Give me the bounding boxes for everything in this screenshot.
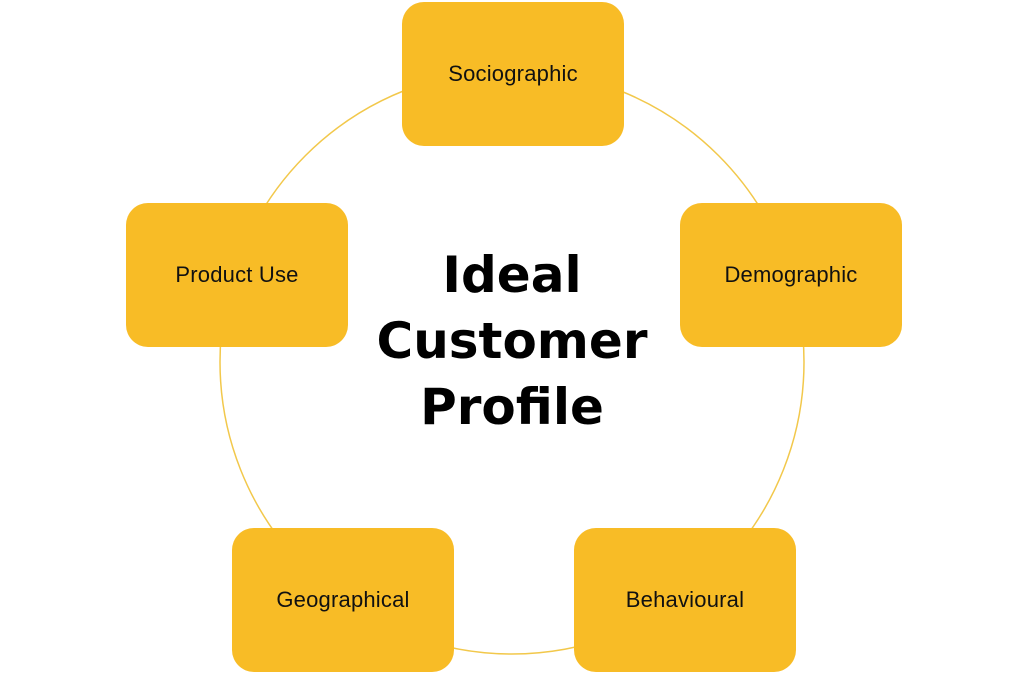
node-demographic: Demographic	[680, 203, 902, 347]
node-label: Sociographic	[448, 61, 578, 86]
node-geographical: Geographical	[232, 528, 454, 672]
center-title: Ideal Customer Profile	[332, 242, 692, 440]
node-label: Demographic	[724, 262, 858, 287]
node-behavioural: Behavioural	[574, 528, 796, 672]
center-title-line: Ideal	[442, 246, 582, 304]
node-sociographic: Sociographic	[402, 2, 624, 146]
node-label: Geographical	[276, 587, 410, 612]
node-product-use: Product Use	[126, 203, 348, 347]
node-label: Product Use	[175, 262, 299, 287]
node-label: Behavioural	[625, 587, 745, 612]
center-title-line: Profile	[420, 378, 604, 436]
center-title-line: Customer	[376, 312, 648, 370]
